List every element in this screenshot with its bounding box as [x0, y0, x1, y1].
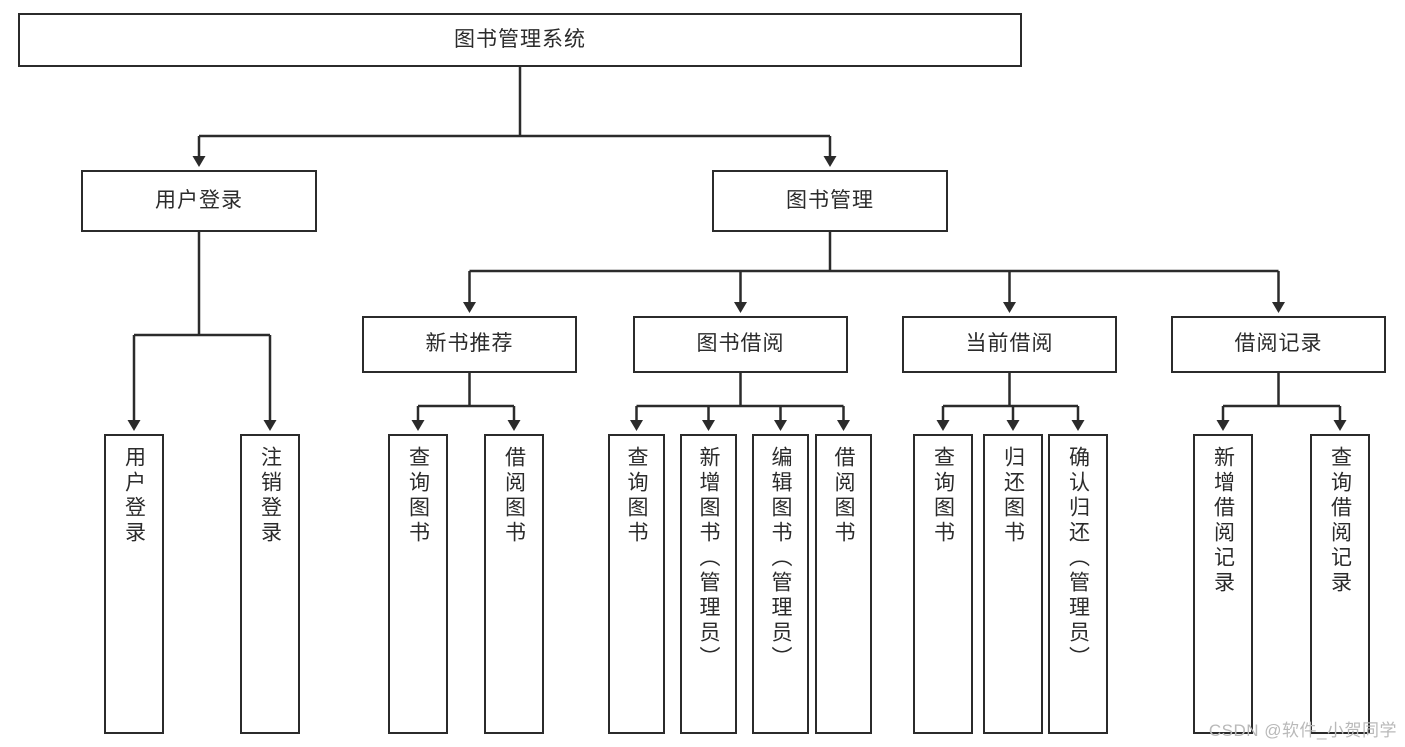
node-newrec[interactable]: 新书推荐	[362, 316, 577, 373]
node-label: 借阅图书	[502, 446, 526, 546]
node-label: 新书推荐	[425, 332, 514, 356]
node-label: 查询借阅记录	[1328, 446, 1352, 596]
node-h_add[interactable]: 新增借阅记录	[1193, 434, 1253, 734]
node-b_add[interactable]: 新增图书（管理员）	[680, 434, 737, 734]
node-label: 查询图书	[931, 446, 955, 546]
node-label: 确认归还（管理员）	[1066, 446, 1090, 671]
node-l_logout[interactable]: 注销登录	[240, 434, 300, 734]
node-c_confirm[interactable]: 确认归还（管理员）	[1048, 434, 1108, 734]
node-n_query[interactable]: 查询图书	[388, 434, 448, 734]
node-c_query[interactable]: 查询图书	[913, 434, 973, 734]
node-label: 用户登录	[122, 446, 146, 546]
node-label: 新增借阅记录	[1211, 446, 1235, 596]
node-history[interactable]: 借阅记录	[1171, 316, 1386, 373]
node-label: 注销登录	[258, 446, 282, 546]
node-label: 借阅图书	[832, 446, 855, 546]
node-label: 图书管理系统	[454, 27, 586, 51]
node-bookmgmt[interactable]: 图书管理	[712, 170, 948, 232]
node-c_return[interactable]: 归还图书	[983, 434, 1043, 734]
node-n_borrow[interactable]: 借阅图书	[484, 434, 544, 734]
node-l_login[interactable]: 用户登录	[104, 434, 164, 734]
node-b_query[interactable]: 查询图书	[608, 434, 665, 734]
node-label: 归还图书	[1001, 446, 1025, 546]
node-current[interactable]: 当前借阅	[902, 316, 1117, 373]
node-label: 当前借阅	[965, 332, 1054, 356]
node-b_lend[interactable]: 借阅图书	[815, 434, 872, 734]
node-h_query[interactable]: 查询借阅记录	[1310, 434, 1370, 734]
node-label: 用户登录	[155, 188, 243, 212]
node-label: 图书管理	[786, 188, 874, 212]
node-label: 查询图书	[406, 446, 430, 546]
node-borrow[interactable]: 图书借阅	[633, 316, 848, 373]
node-b_edit[interactable]: 编辑图书（管理员）	[752, 434, 809, 734]
node-label: 新增图书（管理员）	[697, 446, 720, 671]
node-label: 图书借阅	[696, 332, 785, 356]
node-label: 编辑图书（管理员）	[769, 446, 792, 671]
node-label: 借阅记录	[1234, 332, 1323, 356]
node-login[interactable]: 用户登录	[81, 170, 317, 232]
tree-connectors	[127, 67, 1347, 431]
node-label: 查询图书	[625, 446, 648, 546]
node-root[interactable]: 图书管理系统	[18, 13, 1022, 67]
